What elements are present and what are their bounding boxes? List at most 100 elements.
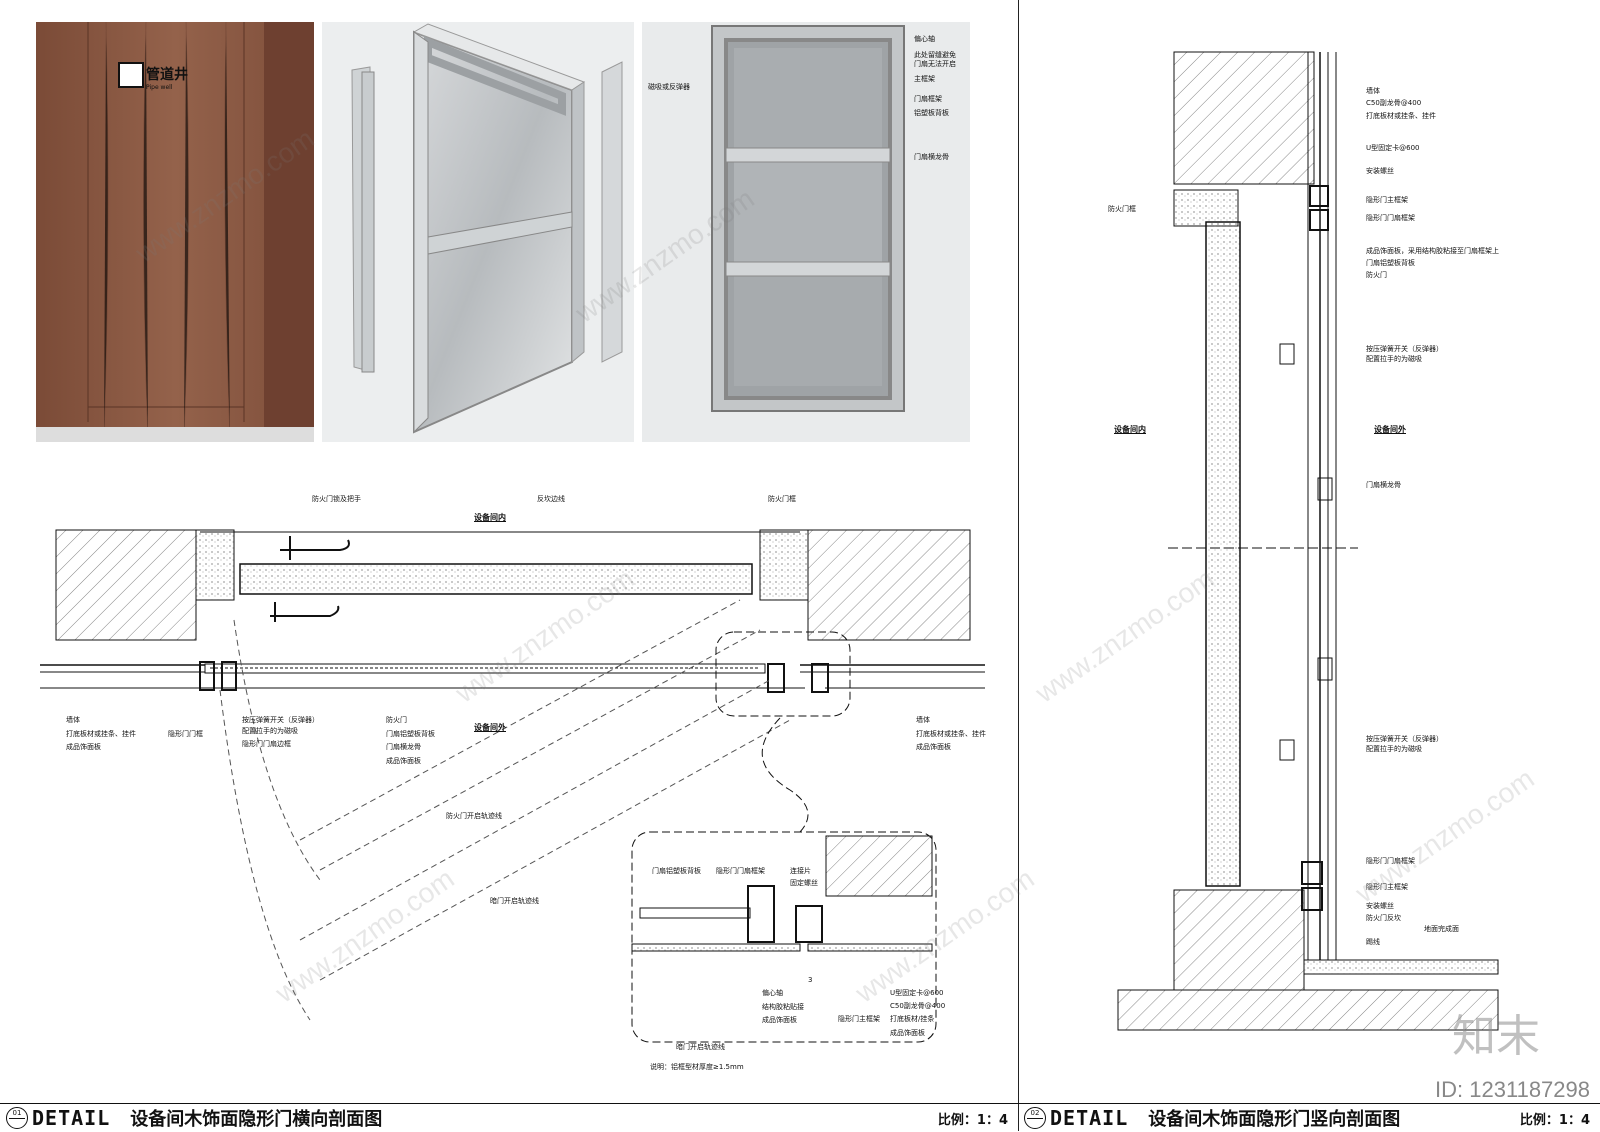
top-wall [1173, 51, 1315, 185]
top-label: 反坎边线 [537, 495, 565, 503]
photo3-label: 偏心轴 [914, 35, 935, 43]
wood-door-illustration [36, 22, 314, 442]
mid-label: 隐形门门扇边框 [242, 740, 291, 748]
bottom-label: 防火门反坎 [1366, 914, 1401, 922]
mid-label: 按压弹簧开关（反弹器） [242, 716, 319, 724]
top-label: 安装螺丝 [1366, 167, 1394, 175]
left-label: 成品饰面板 [66, 743, 101, 751]
drawing-title: 设备间木饰面隐形门竖向剖面图 [1148, 1109, 1401, 1129]
inset-label: 连接片 [790, 867, 811, 875]
drawing-scale: 比例：1：4 [937, 1112, 1008, 1128]
right-wall [807, 529, 971, 641]
floor-slab [1173, 889, 1305, 991]
photo3-label: 门扇横龙骨 [914, 153, 949, 161]
inset-right-label: 打底板材/挂条 [890, 1015, 935, 1023]
photo3-label: 门扇框架 [914, 95, 942, 103]
top-label: U型固定卡@600 [1366, 144, 1420, 152]
title-bar-vertical: 02 DETAIL 设备间木饰面隐形门竖向剖面图 比例：1：4 [1018, 1103, 1600, 1132]
inset-right-label: 成品饰面板 [890, 1029, 925, 1037]
top-label: C50副龙骨@400 [1366, 99, 1422, 107]
center-label: 门扇横龙骨 [386, 743, 421, 751]
top-label: 防火门框 [768, 495, 796, 503]
top-label: 墙体 [1366, 87, 1380, 95]
right-label: 成品饰面板 [916, 743, 951, 751]
inset-bottom-label: 偏心轴 [762, 989, 783, 997]
fire-door-section [239, 563, 753, 595]
bottom-label: 安装螺丝 [1366, 902, 1394, 910]
id-watermark: ID: 1231187298 [1435, 1077, 1590, 1102]
zone-inside-label: 设备间内 [1114, 425, 1146, 434]
sheet-vertical-section: 设备间内 设备间外 防火门框 墙体 C50副龙骨@400 打底板材或挂条、挂件 … [1018, 0, 1600, 1131]
sheet-horizontal-section: 管道井 Pipe well [0, 0, 1019, 1131]
title-bar-horizontal: 01 DETAIL 设备间木饰面隐形门横向剖面图 比例：1：4 [0, 1103, 1018, 1132]
photo-labeled-frame: 偏心轴 此处留缝避免 门扇无法开启 主框架 门扇框架 铝塑板背板 门扇横龙骨 磁… [642, 22, 970, 442]
material-note: 说明：铝框型材厚度≥1.5mm [650, 1063, 744, 1071]
zone-inside-label: 设备间内 [474, 513, 506, 522]
center-label: 防火门 [386, 716, 407, 724]
mid-left-label: 隐形门门框 [168, 730, 203, 738]
fire-door-vertical [1205, 221, 1241, 887]
inset-label: 隐形门门扇框架 [716, 867, 765, 875]
photo3-label: 主框架 [914, 75, 935, 83]
zone-outside-label: 设备间外 [1374, 425, 1406, 434]
sign-subtext: Pipe well [146, 84, 173, 91]
top-label: 隐形门门扇框架 [1366, 214, 1415, 222]
mid-label: 按压弹簧开关（反弹器） [1366, 345, 1443, 353]
drawing-title: 设备间木饰面隐形门横向剖面图 [130, 1109, 383, 1129]
bottom-label: 隐形门主框架 [1366, 883, 1408, 891]
photo3-label: 此处留缝避免 [914, 51, 956, 59]
top-label: 隐形门主框架 [1366, 196, 1408, 204]
labeled-frame-illustration [711, 25, 905, 412]
bottom-label: 踢线 [1366, 938, 1380, 946]
center-label: 成品饰面板 [386, 757, 421, 765]
left-wall [55, 529, 197, 641]
inset-dim: 3 [808, 976, 813, 984]
sign-icon [118, 62, 144, 88]
drawing-scale: 比例：1：4 [1519, 1112, 1590, 1128]
left-label: 防火门框 [1108, 205, 1136, 213]
inset-right-label: 隐形门主框架 [838, 1015, 880, 1023]
inset-bottom-label: 结构胶粘贴接 [762, 1003, 804, 1011]
mid-label: 配置拉手的为磁吸 [1366, 745, 1422, 753]
mid-label: 配置拉手的为磁吸 [1366, 355, 1422, 363]
top-label: 门扇铝塑板背板 [1366, 259, 1415, 267]
bottom-label: 隐形门门扇框架 [1366, 857, 1415, 865]
top-label: 打底板材或挂条、挂件 [1366, 112, 1436, 120]
top-label: 防火门 [1366, 271, 1387, 279]
photo3-label: 铝塑板背板 [914, 109, 949, 117]
photo-aluminum-frame [322, 22, 634, 442]
top-label: 防火门锁及把手 [312, 495, 361, 503]
inset-bottom-label: 暗门开启轨迹线 [676, 1043, 725, 1051]
detail-label: DETAIL [32, 1106, 111, 1130]
left-label: 打底板材或挂条、挂件 [66, 730, 136, 738]
inset-bottom-label: 成品饰面板 [762, 1016, 797, 1024]
bottom-label: 地面完成面 [1424, 925, 1459, 933]
zone-outside-label: 设备间外 [474, 723, 506, 732]
right-label: 墙体 [916, 716, 930, 724]
detail-label: DETAIL [1050, 1106, 1129, 1130]
inset-right-label: C50副龙骨@400 [890, 1002, 946, 1010]
vertical-section-drawing [1117, 51, 1499, 1031]
photo3-label: 门扇无法开启 [914, 60, 956, 68]
center-label: 门扇铝塑板背板 [386, 730, 435, 738]
track-label: 防火门开启轨迹线 [446, 812, 502, 820]
brand-watermark: 知末 [1452, 1012, 1540, 1061]
mid-label: 门扇横龙骨 [1366, 481, 1401, 489]
photo3-label: 磁吸或反弹器 [648, 83, 690, 91]
detail-number-badge: 02 [1024, 1107, 1046, 1129]
photo-wood-door: 管道井 Pipe well [36, 22, 314, 442]
top-label: 成品饰面板，采用结构胶粘接至门扇框架上 [1366, 247, 1499, 255]
aluminum-frame-illustration [351, 23, 623, 434]
right-label: 打底板材或挂条、挂件 [916, 730, 986, 738]
mid-label: 配置拉手的为磁吸 [242, 727, 298, 735]
sign-text: 管道井 [146, 67, 188, 83]
inset-label: 门扇铝塑板背板 [652, 867, 701, 875]
inset-detail-box [631, 831, 937, 1043]
mid-label: 按压弹簧开关（反弹器） [1366, 735, 1443, 743]
inset-right-label: U型固定卡@600 [890, 989, 944, 997]
inset-label: 固定螺丝 [790, 879, 818, 887]
detail-number-badge: 01 [6, 1107, 28, 1129]
track-label: 暗门开启轨迹线 [490, 897, 539, 905]
left-label: 墙体 [66, 716, 80, 724]
horizontal-section-drawing [40, 529, 985, 1043]
